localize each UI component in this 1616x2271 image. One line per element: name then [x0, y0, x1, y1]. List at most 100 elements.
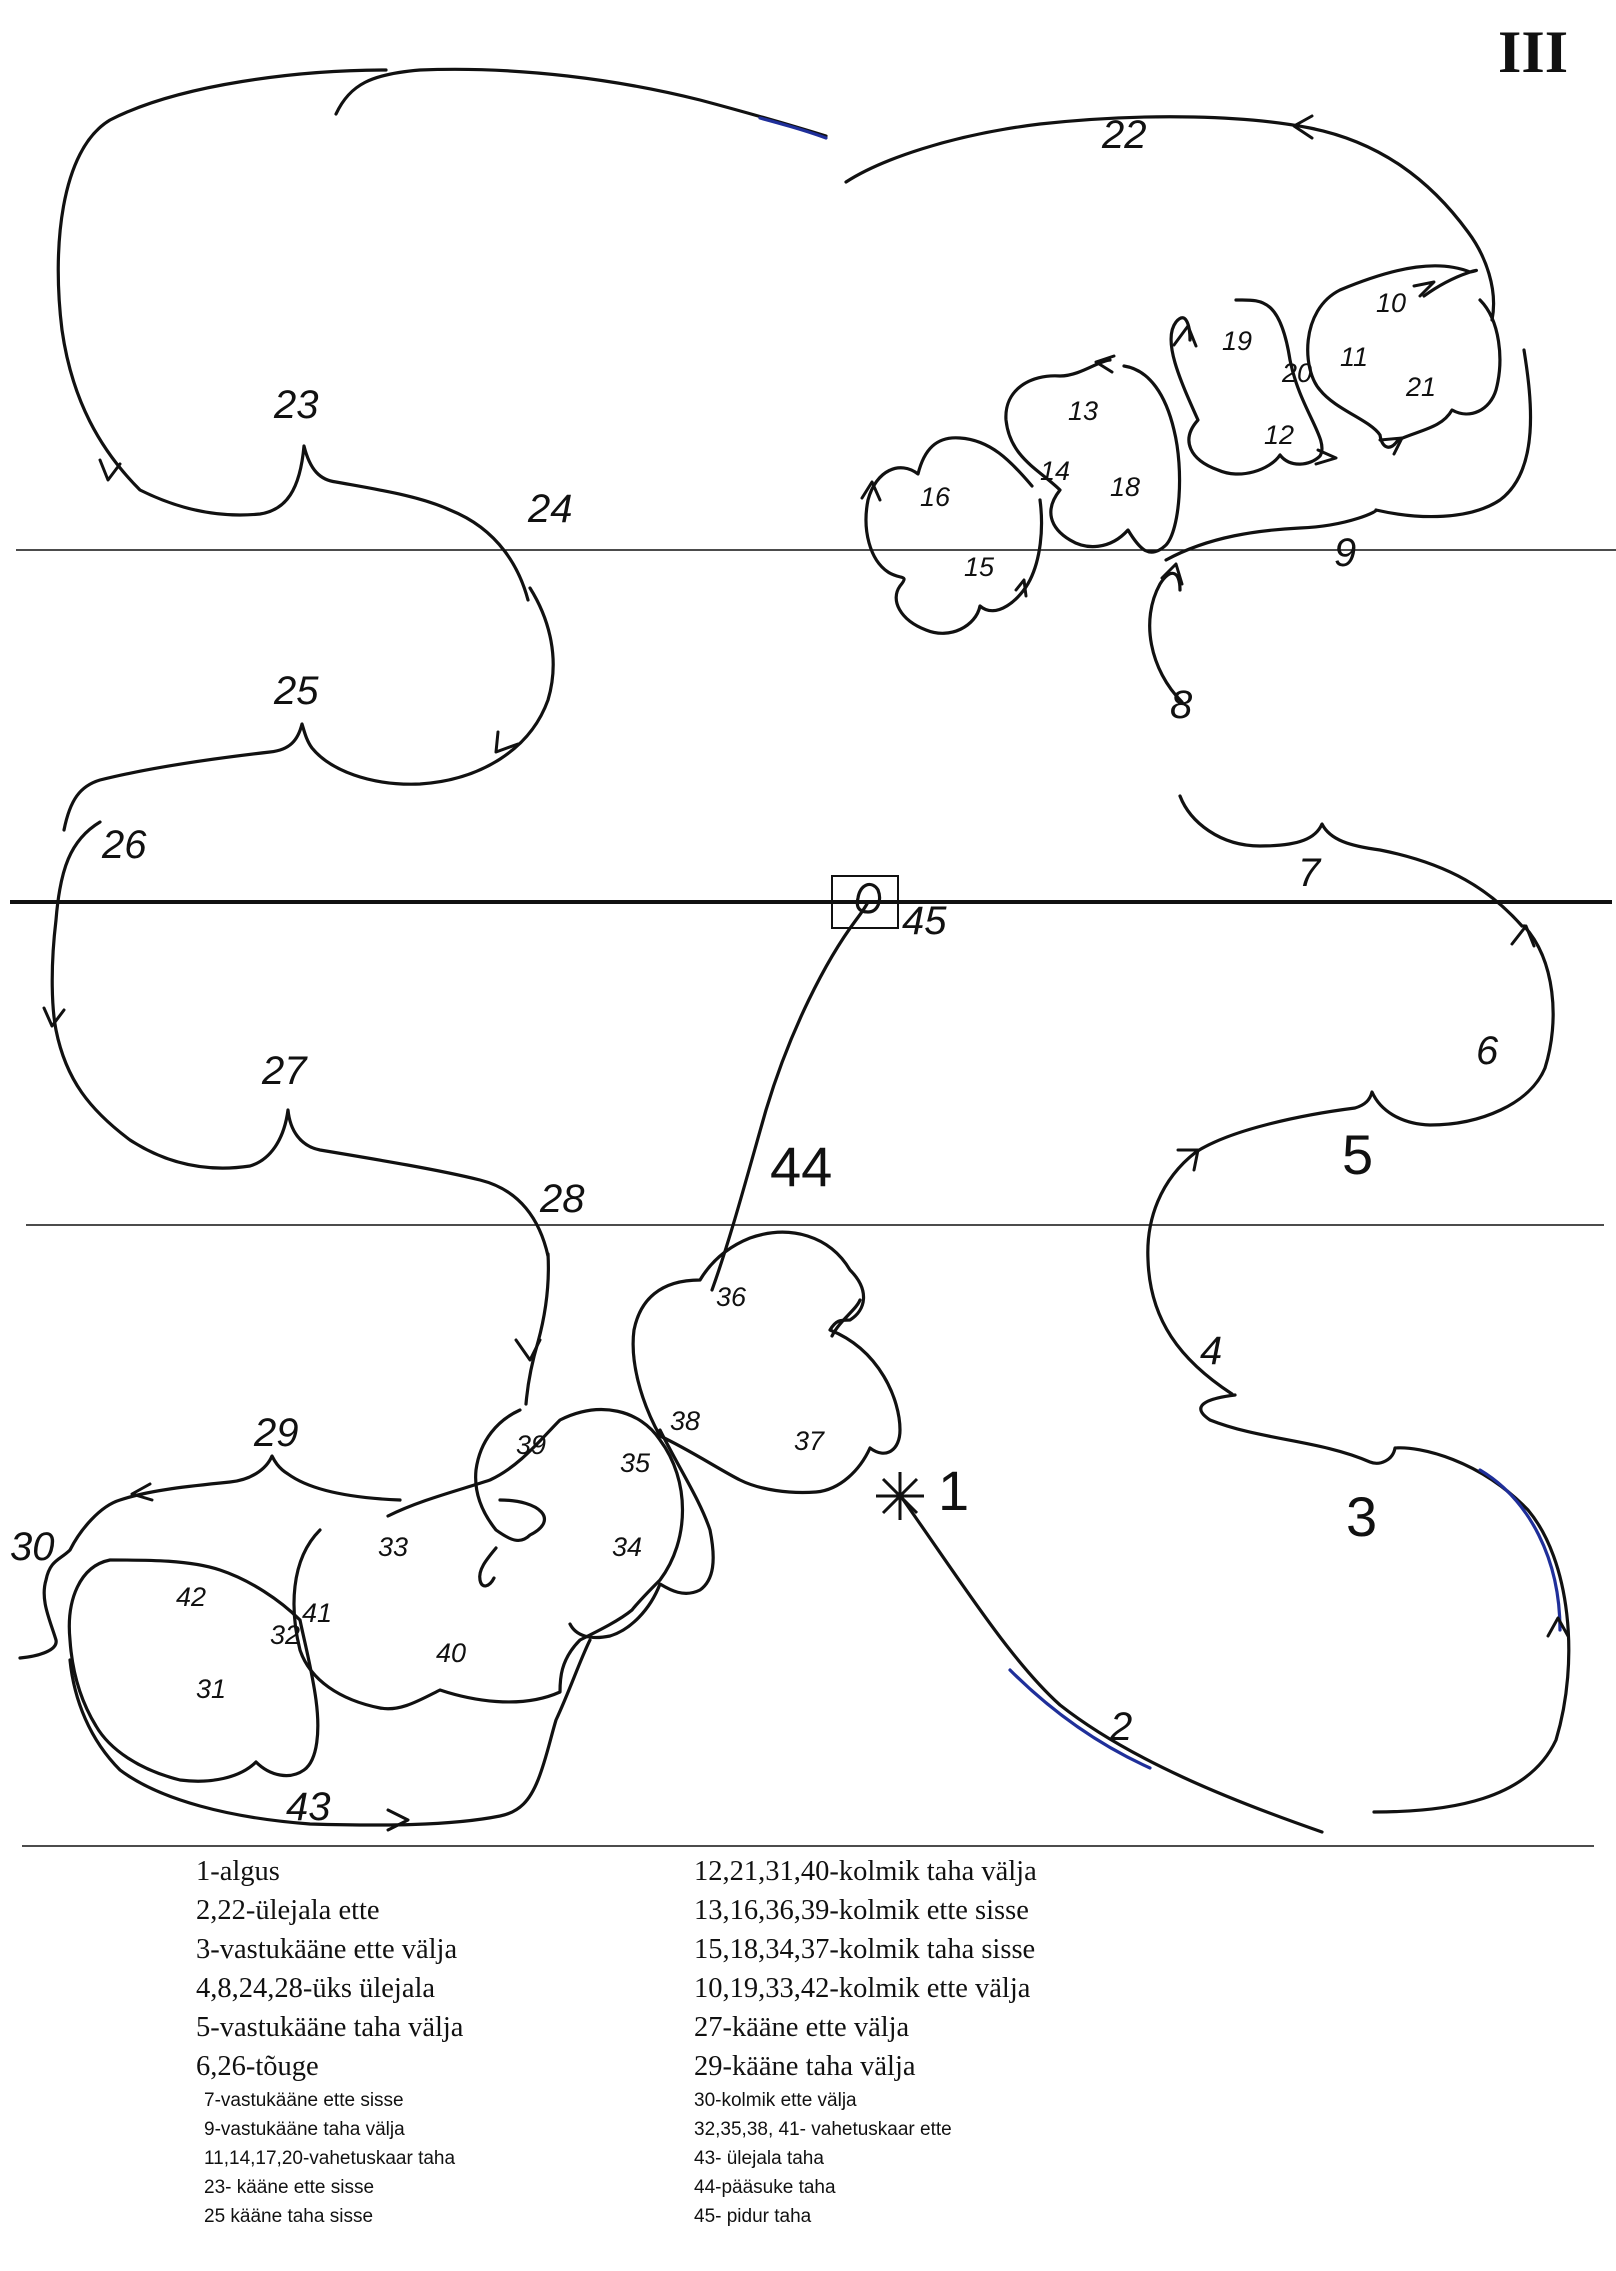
trace-10-21 [1306, 264, 1502, 449]
label-14: 14 [1040, 456, 1070, 486]
arrow-26 [42, 1006, 66, 1028]
label-21: 21 [1405, 372, 1436, 402]
trace-2 [900, 1496, 1324, 1834]
label-38: 38 [670, 1406, 700, 1436]
arrow-28 [514, 1338, 542, 1362]
legend-item: 29-kääne taha välja [694, 2051, 916, 2082]
trace-2-blue [1008, 1668, 1152, 1770]
legend-item: 2,22-ülejala ette [196, 1895, 380, 1926]
legend-item: 10,19,33,42-kolmik ette välja [694, 1973, 1031, 2004]
start-star-icon [876, 1472, 924, 1520]
arrow-43 [386, 1808, 410, 1832]
arrow-8 [1160, 562, 1184, 586]
legend-item: 43- ülejala taha [694, 2148, 824, 2169]
label-26: 26 [101, 823, 147, 867]
trace-22-left-blue [758, 116, 828, 140]
label-41: 41 [302, 1598, 332, 1628]
label-15: 15 [964, 552, 995, 582]
trace-33-hook [478, 1546, 498, 1588]
brake-marker-box [831, 875, 899, 929]
legend-item: 9-vastukääne taha välja [204, 2119, 405, 2140]
label-8: 8 [1170, 683, 1193, 727]
legend-item: 4,8,24,28-üks ülejala [196, 1973, 436, 2004]
trace-31-42 [67, 1558, 320, 1783]
brake-marker-dot [855, 882, 882, 914]
legend-item: 32,35,38, 41- vahetuskaar ette [694, 2119, 952, 2140]
trace-7 [1178, 794, 1524, 928]
label-31: 31 [196, 1674, 226, 1704]
label-3: 3 [1346, 1485, 1377, 1548]
legend-right-column: 12,21,31,40-kolmik taha välja 13,16,36,3… [694, 1852, 1037, 2231]
label-35: 35 [620, 1448, 651, 1478]
legend-item: 3-vastukääne ette välja [196, 1934, 458, 1965]
legend-item: 30-kolmik ette välja [694, 2090, 857, 2111]
label-5: 5 [1342, 1123, 1373, 1186]
arrow-23 [98, 458, 122, 482]
trace-9 [1164, 348, 1533, 562]
label-45: 45 [902, 899, 947, 943]
label-12: 12 [1264, 420, 1294, 450]
legend-item: 15,18,34,37-kolmik taha sisse [694, 1934, 1036, 1965]
arrow-3 [1546, 1616, 1570, 1638]
arrow-6 [1510, 924, 1536, 948]
legend-item: 1-algus [196, 1856, 280, 1887]
label-6: 6 [1476, 1029, 1499, 1073]
legend-item: 13,16,36,39-kolmik ette sisse [694, 1895, 1029, 1926]
label-37: 37 [794, 1426, 825, 1456]
arrow-13 [1094, 354, 1116, 374]
arrow-15 [1014, 578, 1028, 598]
label-42: 42 [176, 1582, 206, 1612]
label-22: 22 [1101, 113, 1147, 157]
trace-39-loop [474, 1408, 546, 1543]
trace-26-27 [50, 820, 550, 1258]
label-19: 19 [1222, 326, 1252, 356]
label-28: 28 [539, 1177, 585, 1221]
arrow-16 [860, 480, 882, 502]
label-4: 4 [1200, 1329, 1222, 1373]
trace-3 [1199, 1393, 1571, 1814]
label-7: 7 [1298, 851, 1322, 895]
legend-item: 27-kääne ette välja [694, 2012, 910, 2043]
trace-4 [1146, 1150, 1234, 1396]
legend-left-column: 1-algus 2,22-ülejala ette 3-vastukääne e… [196, 1852, 463, 2231]
label-20: 20 [1281, 358, 1312, 388]
arrow-10 [1412, 280, 1436, 298]
arrow-12 [1314, 448, 1338, 466]
trace-8 [1148, 571, 1184, 704]
trace-19-20 [1169, 298, 1324, 476]
legend-item: 45- pidur taha [694, 2206, 812, 2227]
label-27: 27 [261, 1049, 308, 1093]
label-start: 1 [938, 1459, 969, 1522]
trace-22-left [334, 67, 828, 138]
trace-37-hook [830, 1298, 862, 1338]
trace-24-25 [62, 586, 555, 832]
trace-23 [56, 68, 530, 602]
label-39: 39 [516, 1430, 546, 1460]
trace-34-38 [568, 1428, 715, 1640]
skating-pattern-diagram: 1 2 3 4 5 6 7 8 9 10 11 12 13 14 15 16 1… [10, 67, 1616, 1847]
label-34: 34 [612, 1532, 642, 1562]
label-32: 32 [270, 1620, 300, 1650]
label-9: 9 [1334, 531, 1356, 575]
legend-item: 12,21,31,40-kolmik taha välja [694, 1856, 1037, 1887]
legend-item: 23- kääne ette sisse [204, 2177, 375, 2198]
label-29: 29 [253, 1411, 299, 1455]
label-24: 24 [527, 487, 573, 531]
label-40: 40 [436, 1638, 466, 1668]
legend-item: 6,26-tõuge [196, 2051, 319, 2082]
trace-15-16 [864, 436, 1044, 635]
trace-44 [710, 900, 870, 1292]
legend-item: 25 kääne taha sisse [204, 2206, 374, 2227]
label-25: 25 [273, 669, 319, 713]
label-44: 44 [770, 1135, 832, 1198]
arrow-22 [1292, 114, 1314, 140]
label-30: 30 [10, 1525, 55, 1569]
arrow-21 [1378, 436, 1404, 456]
label-2: 2 [1109, 1705, 1132, 1749]
label-23: 23 [273, 383, 319, 427]
label-13: 13 [1068, 396, 1098, 426]
label-16: 16 [920, 482, 951, 512]
trace-22 [844, 115, 1496, 322]
trace-33-40 [292, 1408, 684, 1711]
legend-item: 11,14,17,20-vahetuskaar taha [204, 2148, 456, 2169]
